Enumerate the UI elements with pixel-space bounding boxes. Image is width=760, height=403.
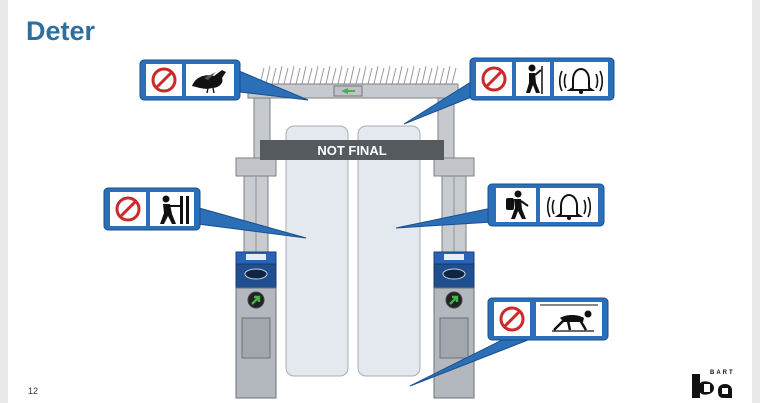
gate-structure: NOT FINAL — [235, 65, 475, 399]
right-gate-panel — [357, 125, 421, 377]
callout-top-right — [403, 57, 615, 125]
left-green-arrow-icon — [251, 295, 261, 305]
person-crawling-icon — [540, 304, 598, 332]
fare-gate-illustration: NOT FINAL — [103, 57, 735, 399]
alarm-bell-icon — [558, 67, 604, 94]
bart-logo-letters: BART — [710, 370, 735, 376]
anti-bird-spikes — [259, 65, 457, 85]
callout-bottom-right — [409, 297, 609, 387]
slide-title: Deter — [26, 16, 96, 46]
pigeon-icon — [192, 70, 226, 94]
page-number: 12 — [28, 386, 39, 396]
person-climbing-icon — [526, 64, 543, 94]
person-hiker-icon — [506, 190, 529, 219]
callout-mid-left — [103, 187, 307, 239]
right-green-arrow-icon — [449, 295, 459, 305]
not-final-banner — [260, 140, 444, 160]
alarm-bell-icon — [546, 193, 592, 220]
callout-mid-right — [395, 183, 605, 229]
left-fare-machine — [235, 251, 277, 399]
bart-logo: BART — [692, 370, 735, 398]
slide: Deter — [8, 0, 752, 403]
not-final-label: NOT FINAL — [317, 143, 386, 158]
top-arrow-indicator — [341, 88, 355, 94]
callout-top-left — [139, 59, 309, 101]
person-pushing-icon — [160, 195, 189, 224]
left-gate-panel — [285, 125, 349, 377]
right-fare-machine — [433, 251, 475, 399]
